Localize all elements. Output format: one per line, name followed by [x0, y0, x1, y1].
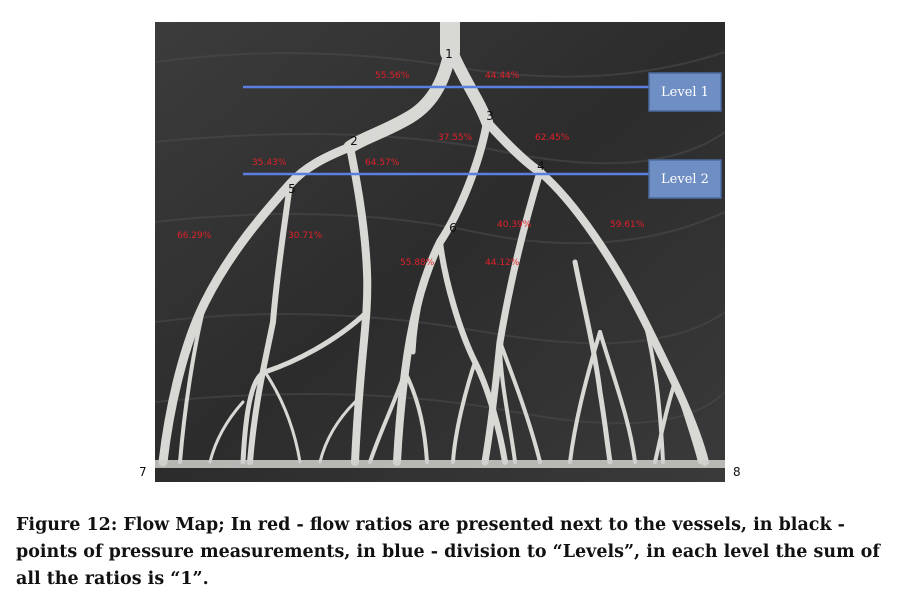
pressure-point-label: 6 — [449, 221, 457, 235]
ratio-label: 64.57% — [365, 158, 400, 168]
level-2-box: Level 2 — [648, 159, 722, 199]
ratio-label: 55.56% — [375, 71, 410, 81]
ratio-label: 30.71% — [288, 231, 323, 241]
pressure-point-label: 1 — [445, 47, 453, 61]
level-boxes: Level 1 Level 2 — [648, 72, 722, 199]
ratio-label: 62.45% — [535, 133, 570, 143]
figure-caption: Figure 12: Flow Map; In red - flow ratio… — [16, 512, 896, 593]
ratio-label: 40.39% — [497, 220, 532, 230]
vessel-outlet-bar — [155, 460, 725, 468]
ratio-label: 44.12% — [485, 258, 520, 268]
flow-map-photo: Level 1 Level 2 55.56% 44.44% 37.55% 62.… — [155, 22, 725, 482]
ratio-label: 35.43% — [252, 158, 287, 168]
level-1-label: Level 1 — [661, 85, 709, 100]
figure-caption-text: Flow Map; In red - flow ratios are prese… — [16, 515, 880, 589]
pressure-point-8-label: 8 — [733, 465, 741, 479]
ratio-label: 44.44% — [485, 71, 520, 81]
ratio-label: 59.61% — [610, 220, 645, 230]
flow-ratio-labels: 55.56% 44.44% 37.55% 62.45% 35.43% 64.57… — [177, 71, 645, 268]
level-lines — [243, 85, 650, 176]
pressure-point-7-label: 7 — [139, 465, 147, 479]
figure-caption-prefix: Figure 12: — [16, 515, 118, 535]
pressure-point-label: 5 — [288, 182, 296, 196]
pressure-point-label: 2 — [350, 134, 358, 148]
pressure-point-labels: 1 2 3 4 5 6 — [288, 47, 545, 235]
vessel-network — [158, 22, 709, 467]
pressure-point-label: 4 — [537, 159, 545, 173]
ratio-label: 37.55% — [438, 133, 473, 143]
pressure-point-label: 3 — [486, 109, 494, 123]
ratio-label: 55.88% — [400, 258, 435, 268]
ratio-label: 66.29% — [177, 231, 212, 241]
level-2-label: Level 2 — [661, 172, 709, 187]
level-1-box: Level 1 — [648, 72, 722, 112]
